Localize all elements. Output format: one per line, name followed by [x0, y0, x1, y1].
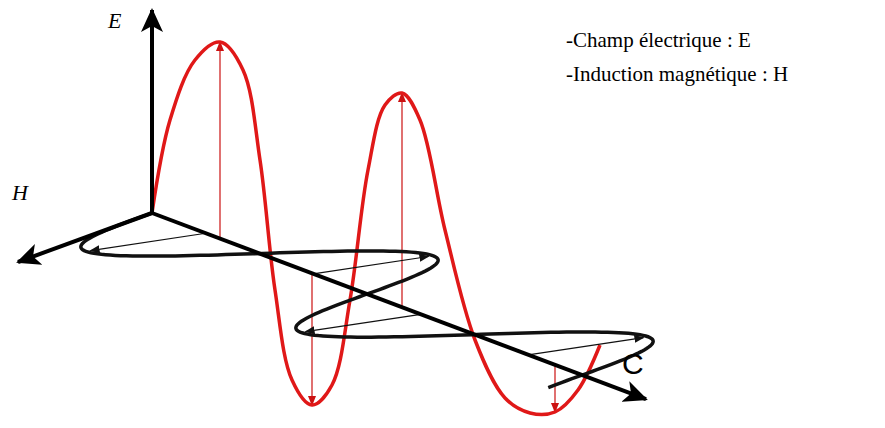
wave-curves: [81, 42, 653, 415]
axis-label: C: [622, 346, 644, 382]
axis-label: H⃗: [12, 180, 45, 206]
field-vector: [313, 257, 428, 274]
axis-arrow: [150, 10, 154, 213]
field-vector: [219, 42, 220, 239]
magnetic-wave: [81, 213, 653, 388]
field-vector: [311, 273, 312, 405]
axis-label: E⃗: [108, 8, 139, 34]
field-vector: [554, 365, 555, 412]
axis-arrow: [18, 213, 152, 262]
axis-arrow: [152, 213, 646, 399]
field-vector: [91, 233, 206, 250]
field-vector: [306, 314, 421, 331]
legend-note: -Champ électrique : E⃗: [566, 28, 767, 53]
field-vector: [401, 93, 402, 307]
axes: [18, 10, 646, 399]
legend-note: -Induction magnétique : H⃗: [566, 62, 805, 87]
